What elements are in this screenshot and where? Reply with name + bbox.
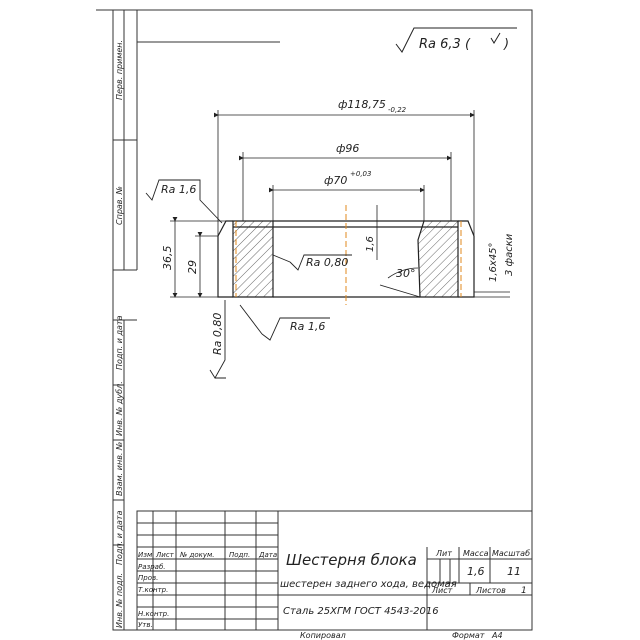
dim-outer-tol: -0,22: [388, 106, 407, 114]
masshtab-label: Масштаб: [492, 549, 530, 558]
drawing-subtitle: шестерен заднего хода, ведомая: [280, 579, 457, 590]
sheet-label: Лист: [431, 586, 453, 595]
dim-1-6-text: 1,6: [365, 236, 376, 252]
dim-36-5-text: 36,5: [161, 246, 174, 271]
vzam-inv-label: Взам. инв. №: [115, 442, 124, 496]
roughness-leader-face: [239, 304, 330, 341]
chamfer-note-text: 1,6x45°: [488, 242, 499, 282]
row-prov: Пров.: [138, 574, 158, 582]
dim-96-text: ф96: [336, 142, 359, 155]
left-margin-column: [113, 10, 138, 630]
dim-bore-text: ф70: [324, 174, 347, 187]
dim-bore-tol: +0,03: [350, 170, 371, 178]
chamfer-count-text: 3 фаски: [504, 233, 515, 276]
left-section-hatch: [232, 220, 274, 298]
col-list: Лист: [155, 551, 175, 559]
roughness-face-text: Ra 1,6: [290, 320, 325, 333]
part-section: [217, 205, 475, 305]
inv-podl-label: Инв. № подл.: [115, 573, 124, 628]
massa-value: 1,6: [467, 565, 485, 578]
angle-arc-30: [387, 267, 419, 279]
format-value: А4: [491, 631, 503, 640]
roughness-bore-text: Ra 0,80: [306, 256, 348, 269]
col-izm: Изм: [138, 551, 153, 559]
row-utv: Утв.: [138, 621, 153, 629]
material-text: Сталь 25ХГМ ГОСТ 4543-2016: [283, 606, 439, 617]
right-section-hatch: [417, 220, 459, 298]
roughness-general-label: Ra 6,3 (: [419, 37, 471, 52]
masshtab-value: 11: [507, 565, 521, 578]
dim-angle-30-text: 30°: [396, 267, 416, 280]
podp-data-2-label: Подп. и дата: [115, 510, 124, 565]
sheets-value: 1: [521, 586, 527, 596]
inv-dubl-label: Инв. № дубл.: [115, 381, 124, 436]
roughness-leader-bore: [272, 254, 352, 271]
roughness-general-symbol: [395, 27, 517, 53]
roughness-top-left-text: Ra 1,6: [161, 183, 196, 196]
row-razrab: Разраб.: [138, 563, 166, 571]
massa-label: Масса: [463, 549, 489, 558]
roughness-left-text: Ra 0,80: [211, 313, 224, 355]
dim-outer-text: ф118,75: [338, 98, 386, 111]
format-label: Формат: [452, 631, 485, 640]
podp-data-1-label: Подп. и дата: [115, 315, 124, 370]
lit-label: Лит: [435, 549, 452, 558]
col-data: Дата: [258, 551, 277, 559]
drawing-title: Шестерня блока: [286, 551, 417, 569]
roughness-general-close: ): [503, 37, 509, 52]
title-block: [136, 510, 533, 631]
col-podp: Подп.: [229, 551, 250, 559]
roughness-leader-top-left: [145, 179, 223, 224]
sheets-label: Листов: [475, 586, 506, 595]
row-nkontr: Н.контр.: [138, 610, 169, 618]
roughness-leader-left: [209, 300, 226, 379]
dim-29-text: 29: [186, 260, 199, 274]
col-doc: № докум.: [179, 551, 215, 559]
sprav-no-label: Справ. №: [115, 186, 124, 225]
kopiroval-label: Копировал: [300, 631, 346, 640]
perv-primen-label: Перв. примен.: [115, 40, 124, 100]
code-box: [136, 10, 280, 43]
row-tkontr: Т.контр.: [138, 586, 168, 594]
